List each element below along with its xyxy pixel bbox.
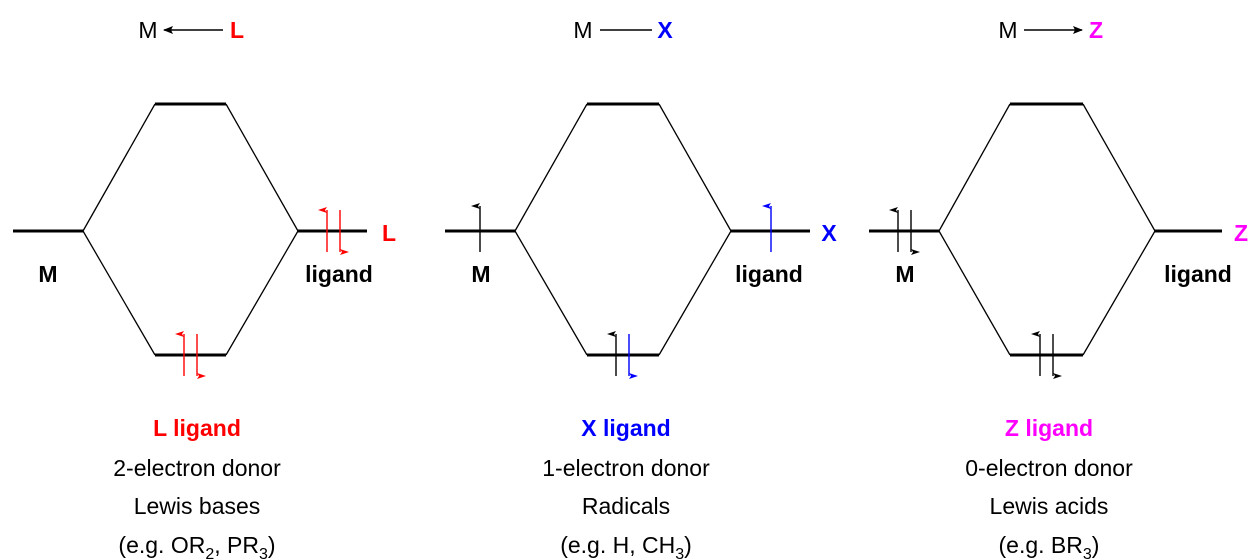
ligand-examples: (e.g. OR2, PR3) [118,532,275,560]
ligand-label: ligand [735,261,803,287]
panel-x-ligand: M X X M ligand X ligand 1-electron donor… [445,17,837,560]
bond-metal-symbol: M [573,17,592,43]
metal-label: M [38,261,57,287]
ligand-class: Radicals [582,493,670,519]
panel-z-ligand: M Z Z M ligand Z ligand 0-electron donor… [869,17,1248,560]
ligand-label: ligand [305,261,373,287]
ligand-examples: (e.g. BR3) [999,532,1100,560]
bond-ligand-symbol: X [657,17,673,43]
correlation-lines [514,103,732,356]
ligand-symbol-label: L [382,220,396,246]
metal-label: M [471,261,490,287]
bond-header-z: M Z [998,17,1103,43]
ligand-class: Lewis acids [990,493,1109,519]
ligand-symbol-label: X [821,220,837,246]
electron-donor-count: 0-electron donor [965,455,1133,481]
ligand-class: Lewis bases [134,493,261,519]
metal-label: M [895,261,914,287]
ligand-symbol-label: Z [1234,220,1248,246]
bond-metal-symbol: M [138,17,157,43]
correlation-lines [938,103,1156,356]
ligand-examples: (e.g. H, CH3) [560,532,692,560]
bond-header-x: M X [573,17,673,43]
bond-ligand-symbol: Z [1089,17,1103,43]
bond-header-l: M L [138,17,244,43]
bond-ligand-symbol: L [230,17,244,43]
bond-metal-symbol: M [998,17,1017,43]
ligand-type-title: Z ligand [1005,415,1093,441]
correlation-lines [82,103,299,356]
panel-l-ligand: M L L M ligand L ligand 2-electron donor… [13,17,396,560]
ligand-type-title: X ligand [581,415,670,441]
electron-donor-count: 1-electron donor [542,455,710,481]
ligand-label: ligand [1164,261,1232,287]
ligand-type-title: L ligand [153,415,241,441]
electron-donor-count: 2-electron donor [113,455,281,481]
